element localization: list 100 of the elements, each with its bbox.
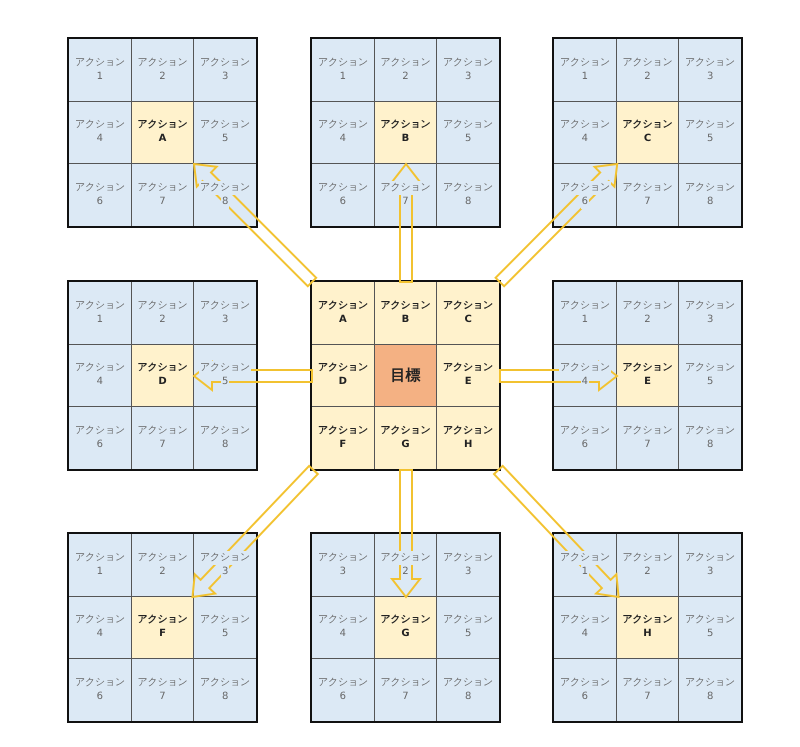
action-cell xyxy=(132,407,194,469)
action-cell xyxy=(616,407,678,469)
action-cell xyxy=(374,102,436,164)
action-cell xyxy=(554,534,616,596)
action-label: アクション xyxy=(379,181,432,196)
action-cell xyxy=(312,596,374,658)
action-label: アクション xyxy=(379,298,432,313)
action-cell xyxy=(132,164,194,226)
action-cell xyxy=(437,282,499,344)
mandala-grid xyxy=(67,37,258,228)
action-cell xyxy=(554,164,616,226)
action-label: アクション xyxy=(379,550,432,565)
action-cell xyxy=(374,407,436,469)
action-cell xyxy=(437,102,499,164)
mandala-grid xyxy=(310,532,501,723)
action-cell xyxy=(554,344,616,406)
action-cell xyxy=(194,407,256,469)
action-cell xyxy=(312,407,374,469)
action-cell xyxy=(132,534,194,596)
action-cell xyxy=(554,407,616,469)
action-cell xyxy=(679,102,741,164)
action-cell xyxy=(437,407,499,469)
action-cell xyxy=(679,282,741,344)
action-cell xyxy=(69,344,131,406)
action-cell xyxy=(616,39,678,101)
action-cell xyxy=(69,534,131,596)
action-cell xyxy=(194,282,256,344)
action-cell xyxy=(132,344,194,406)
action-cell xyxy=(312,534,374,596)
action-cell xyxy=(554,39,616,101)
action-cell xyxy=(374,596,436,658)
action-cell xyxy=(679,39,741,101)
action-cell xyxy=(437,659,499,721)
action-cell xyxy=(194,596,256,658)
action-cell xyxy=(679,164,741,226)
action-cell xyxy=(69,596,131,658)
action-label: アクション xyxy=(199,550,252,565)
action-label: アクション xyxy=(199,181,252,196)
mandala-grid xyxy=(552,280,743,471)
action-cell xyxy=(554,659,616,721)
action-cell xyxy=(194,39,256,101)
action-cell xyxy=(194,659,256,721)
block-arrow xyxy=(390,162,422,283)
action-cell xyxy=(132,596,194,658)
action-cell xyxy=(616,102,678,164)
action-cell xyxy=(616,282,678,344)
action-cell xyxy=(554,282,616,344)
action-cell xyxy=(194,164,256,226)
action-cell xyxy=(679,344,741,406)
action-cell xyxy=(616,344,678,406)
action-cell xyxy=(437,534,499,596)
action-cell xyxy=(374,534,436,596)
action-cell xyxy=(312,164,374,226)
block-arrow xyxy=(492,464,620,598)
action-cell xyxy=(194,534,256,596)
block-arrow xyxy=(390,469,422,599)
action-cell xyxy=(679,659,741,721)
action-cell xyxy=(374,659,436,721)
action-id: 3 xyxy=(220,564,230,579)
action-cell xyxy=(69,659,131,721)
action-label: アクション xyxy=(558,361,611,376)
mandala-grid xyxy=(552,37,743,228)
action-id: 8 xyxy=(220,195,230,210)
mandala-grid xyxy=(310,280,501,471)
goal-cell xyxy=(374,344,436,406)
block-arrow xyxy=(191,464,320,598)
action-cell xyxy=(312,282,374,344)
action-cell xyxy=(312,39,374,101)
action-cell xyxy=(194,344,256,406)
action-cell xyxy=(437,596,499,658)
action-cell xyxy=(616,164,678,226)
action-cell xyxy=(616,659,678,721)
action-cell xyxy=(69,407,131,469)
action-cell xyxy=(69,282,131,344)
action-cell xyxy=(132,659,194,721)
action-cell xyxy=(374,164,436,226)
action-cell xyxy=(437,164,499,226)
action-cell xyxy=(554,596,616,658)
action-cell xyxy=(437,39,499,101)
action-label: アクション xyxy=(442,298,494,313)
action-cell xyxy=(194,102,256,164)
action-id: 6 xyxy=(580,195,590,210)
action-cell xyxy=(679,407,741,469)
action-label: アクション xyxy=(316,298,369,313)
action-cell xyxy=(616,596,678,658)
block-arrow xyxy=(499,360,619,392)
action-cell xyxy=(69,39,131,101)
mandala-grid xyxy=(67,532,258,723)
action-cell xyxy=(437,344,499,406)
action-id: 1 xyxy=(580,564,590,579)
action-cell xyxy=(374,282,436,344)
action-cell xyxy=(554,102,616,164)
action-cell xyxy=(679,596,741,658)
action-cell xyxy=(679,534,741,596)
action-cell xyxy=(312,102,374,164)
block-arrow xyxy=(192,162,318,288)
mandala-grid xyxy=(67,280,258,471)
action-label: アクション xyxy=(558,550,611,565)
block-arrow xyxy=(494,162,618,288)
action-label: アクション xyxy=(558,181,611,196)
